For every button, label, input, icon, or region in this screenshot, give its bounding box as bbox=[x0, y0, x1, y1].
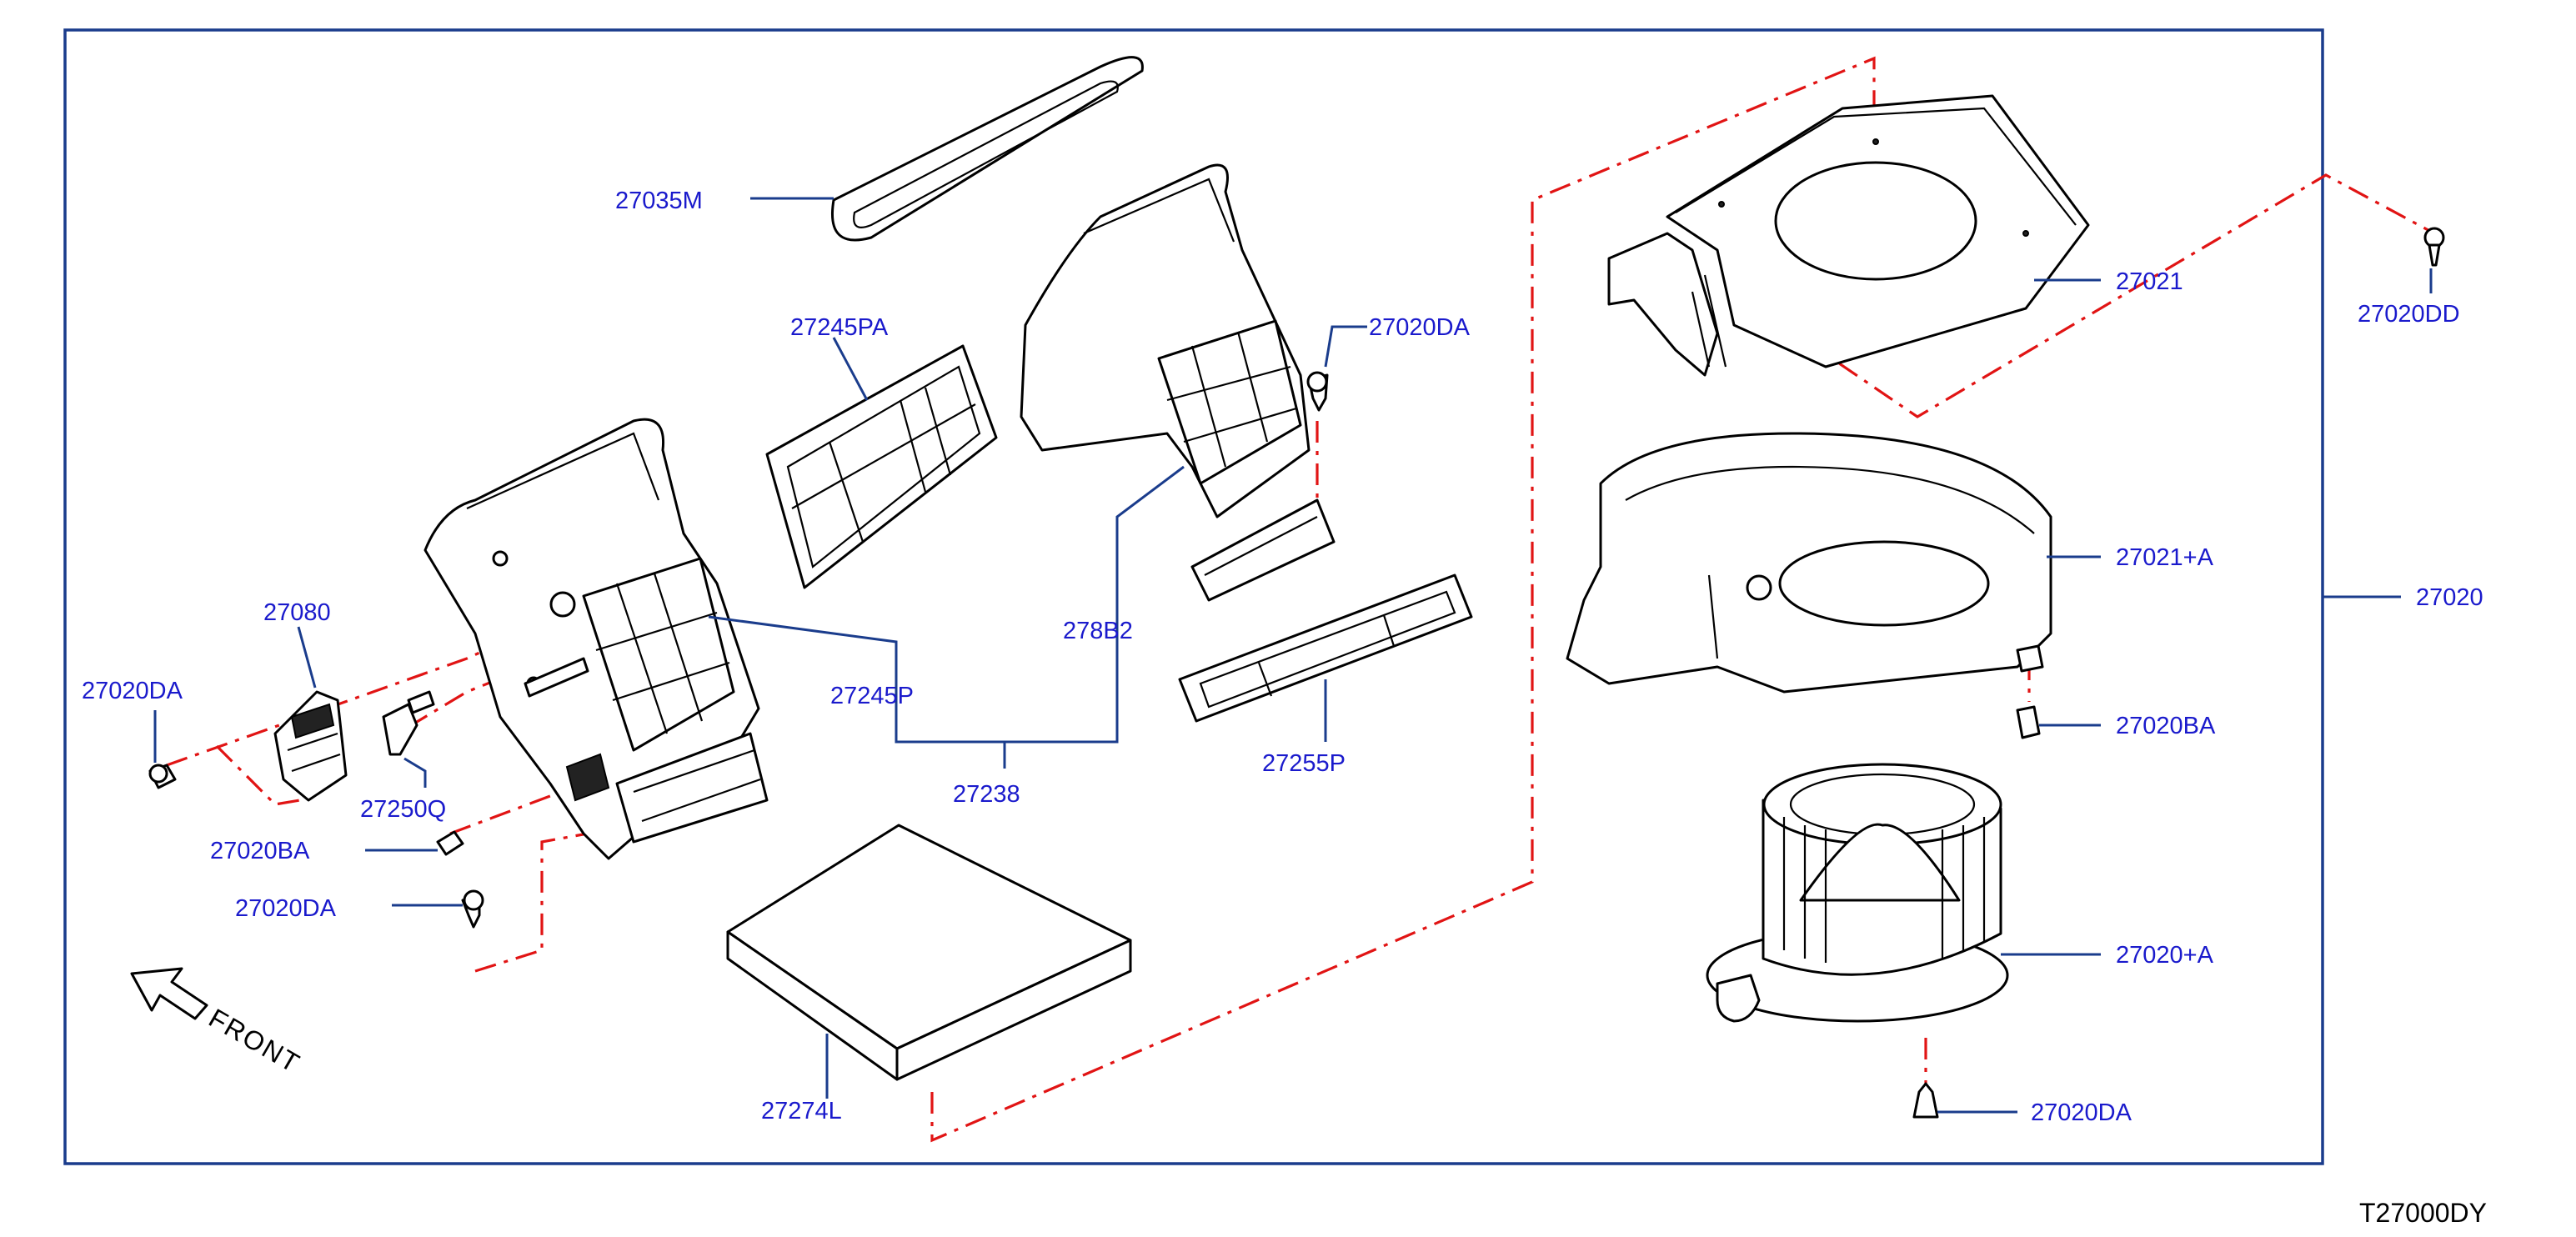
screw-27020DD bbox=[2423, 227, 2445, 267]
leader-lines bbox=[153, 197, 2433, 1114]
part-27245PA-cover bbox=[765, 344, 998, 589]
front-label: FRONT bbox=[204, 1003, 306, 1079]
callout-27020DA-right: 27020DA bbox=[2031, 1099, 2132, 1126]
callout-27020A: 27020+A bbox=[2116, 942, 2214, 969]
callout-27020DA-top: 27020DA bbox=[1369, 314, 1471, 341]
screw-27020DA-right bbox=[1912, 1082, 1939, 1119]
screw-27020DA-top bbox=[1306, 371, 1329, 412]
part-27021-upper-case bbox=[1607, 94, 2090, 377]
part-27035M-gasket bbox=[831, 56, 1144, 242]
part-27274L-cabin-filter bbox=[726, 824, 1132, 1081]
callout-27020DD: 27020DD bbox=[2358, 301, 2460, 328]
callout-27021: 27021 bbox=[2116, 268, 2183, 295]
callout-27021A: 27021+A bbox=[2116, 544, 2214, 571]
fasteners-left bbox=[148, 371, 1329, 929]
callout-27245PA: 27245PA bbox=[790, 314, 889, 341]
part-27250Q-lever bbox=[382, 690, 435, 756]
part-27255P-filter-frame bbox=[1178, 573, 1473, 723]
callout-27274L: 27274L bbox=[761, 1098, 842, 1124]
part-intake-housing bbox=[423, 418, 769, 860]
callout-27035M: 27035M bbox=[615, 188, 703, 214]
clip-27020BA-left bbox=[436, 830, 464, 856]
callout-278B2: 278B2 bbox=[1063, 618, 1133, 644]
callout-labels: 27035M 27245PA 27020DA 27080 27020DA 272… bbox=[82, 188, 2483, 1126]
callout-27080: 27080 bbox=[263, 599, 331, 626]
front-arrow-icon bbox=[130, 967, 208, 1020]
part-27080-actuator bbox=[273, 690, 348, 802]
screw-27020DA-bottom-left bbox=[461, 889, 484, 929]
clip-27020BA-right bbox=[2016, 705, 2041, 739]
diagram-reference-code: T27000DY bbox=[2359, 1198, 2487, 1228]
part-27020A-blower-motor bbox=[1706, 763, 2009, 1023]
callout-27020BA-right: 27020BA bbox=[2116, 713, 2216, 739]
callout-27255P: 27255P bbox=[1262, 750, 1346, 777]
callout-27020DA-left: 27020DA bbox=[82, 678, 183, 704]
part-27021A-lower-case bbox=[1566, 432, 2052, 694]
callout-27250Q: 27250Q bbox=[360, 796, 446, 823]
callout-27020: 27020 bbox=[2416, 584, 2483, 611]
callout-27020BA-left: 27020BA bbox=[210, 838, 310, 864]
part-278B2-duct bbox=[1020, 163, 1336, 602]
callout-27245P: 27245P bbox=[830, 683, 914, 709]
callout-27238: 27238 bbox=[953, 781, 1020, 808]
fan-blades bbox=[1782, 817, 1986, 963]
callout-27020DA-bottom-left: 27020DA bbox=[235, 895, 337, 922]
screw-27020DA-left bbox=[148, 764, 177, 789]
